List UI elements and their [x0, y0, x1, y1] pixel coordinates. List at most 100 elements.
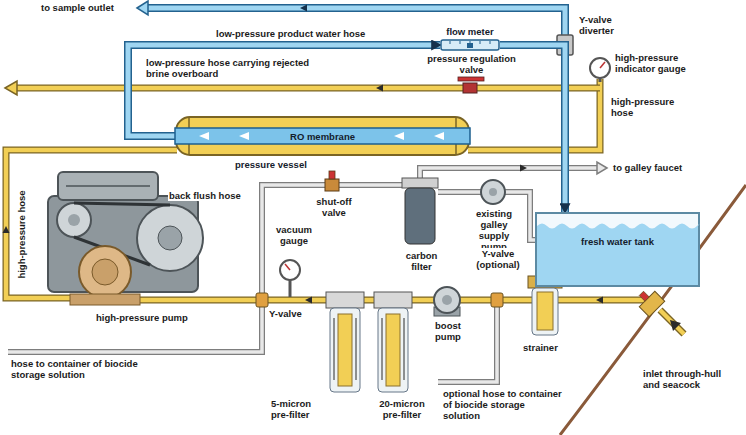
tank-wall — [536, 213, 699, 286]
valve-cover — [58, 172, 158, 200]
regulation-valve — [463, 83, 477, 93]
pump-hub — [489, 188, 497, 196]
flow-arrow — [239, 132, 249, 140]
pump-label: high-pressure pump — [95, 312, 189, 323]
galley-hose — [438, 189, 481, 195]
node-label: fresh water tank — [581, 236, 654, 247]
flow-arrow — [334, 318, 356, 380]
flow-arrow — [596, 297, 603, 304]
meter-tick — [490, 41, 491, 44]
valve-handle — [329, 171, 335, 179]
flow-meter: flow meter — [440, 39, 500, 51]
ro-membrane: RO membrane — [175, 127, 470, 145]
membrane-core — [175, 128, 470, 144]
filter-bowl — [330, 308, 360, 392]
hose-label: low-pressure product water hose — [215, 28, 366, 39]
gauge-needle — [285, 264, 290, 270]
intake-arrow — [670, 320, 681, 331]
pump-hub — [442, 295, 452, 305]
pressure-gauge — [590, 58, 610, 78]
sample-hose — [146, 8, 565, 42]
strainer-label: strainer — [522, 342, 559, 353]
gauge-label: vacuum gauge — [268, 224, 320, 246]
filter-label: 5-micron pre-filter — [270, 398, 328, 420]
vacuum-gauge — [280, 260, 300, 280]
flow-meter-outline — [440, 39, 500, 51]
valve-label: Y-valve (optional) — [468, 248, 528, 270]
valve-handle — [458, 77, 484, 81]
hose-label: low-pressure hose carrying rejected brin… — [145, 57, 317, 79]
meter-tick — [460, 41, 461, 44]
engine-pulley — [57, 203, 91, 237]
strainer-basket — [537, 292, 553, 330]
pulley-hub — [68, 214, 80, 226]
flow-arrow — [520, 165, 527, 172]
boost-pump — [434, 287, 460, 313]
gauge-label: high-pressure indicator gauge — [614, 52, 716, 74]
node-label: pressure vessel — [235, 159, 307, 170]
flow-arrow — [199, 132, 209, 140]
back-flush-hose — [262, 185, 404, 296]
brine-hose — [16, 86, 600, 91]
flow-meter-body — [441, 40, 499, 50]
flow-arrow — [305, 297, 312, 304]
seacock-body — [639, 291, 664, 316]
gauge-needle — [600, 62, 605, 68]
meter-tick — [450, 41, 451, 44]
filter-cartridge — [338, 314, 352, 386]
flow-arrow — [382, 318, 404, 380]
overboard-arrow — [5, 81, 17, 95]
hose-label: high-pressure hose — [610, 96, 692, 118]
biocide-hose — [8, 304, 262, 352]
sample-hose — [146, 8, 565, 42]
strainer-bowl — [532, 288, 558, 335]
seacock — [634, 286, 665, 317]
intake-stub — [660, 310, 684, 334]
galley-hose — [420, 168, 598, 178]
outlet-label: to galley faucet — [612, 162, 683, 173]
pulley-hub — [158, 226, 182, 250]
filter-head — [326, 292, 364, 308]
hose-label: optional hose to container of biocide st… — [442, 388, 564, 421]
pressure-vessel: RO membranepressure vessel — [175, 116, 470, 156]
fresh-water-tank: fresh water tank — [535, 212, 700, 287]
hose-label: back flush hose — [168, 190, 242, 201]
engine-pulley — [137, 205, 203, 271]
filter-label: 20-micron pre-filter — [372, 398, 432, 420]
flow-arrow — [434, 132, 444, 140]
intake-stub — [660, 310, 684, 334]
carbon-filter-head — [402, 178, 438, 188]
galley-hose — [438, 190, 481, 194]
seacock-handle — [639, 291, 649, 301]
hose-label: high-pressure hose — [16, 184, 27, 286]
seacock-label: inlet through-hull and seacock — [642, 368, 740, 390]
vessel-shell — [176, 117, 469, 155]
valve-label: pressure regulation valve — [423, 53, 520, 75]
flow-arrow — [394, 132, 404, 140]
filter-bowl — [378, 308, 408, 392]
flow-arrow — [376, 85, 383, 92]
valve-label: Y-valve diverter — [578, 14, 635, 36]
pump-label: boost pump — [427, 320, 469, 342]
y-valve — [256, 293, 268, 307]
outlet-label: to sample outlet — [40, 2, 115, 13]
galley-hose — [420, 168, 598, 178]
pump-label: existing galley supply pump — [464, 208, 524, 252]
flow-arrow — [3, 226, 10, 233]
pump-base — [70, 294, 140, 305]
galley-pump — [481, 180, 505, 204]
brine-hose — [16, 85, 600, 92]
faucet-arrow — [597, 162, 607, 174]
node-label: flow meter — [446, 26, 494, 37]
y-valve — [491, 293, 503, 307]
valve-label: Y-valve — [268, 308, 303, 319]
back-flush-hose — [262, 185, 404, 296]
hose-label: hose to container of biocide storage sol… — [10, 358, 152, 380]
filter-label: carbon filter — [398, 250, 445, 272]
biocide-hose — [8, 304, 262, 352]
outlet-arrow — [137, 1, 148, 15]
filter-cartridge — [386, 314, 400, 386]
shut-off-valve — [325, 179, 339, 191]
fresh-water-tank-outline — [535, 212, 700, 287]
